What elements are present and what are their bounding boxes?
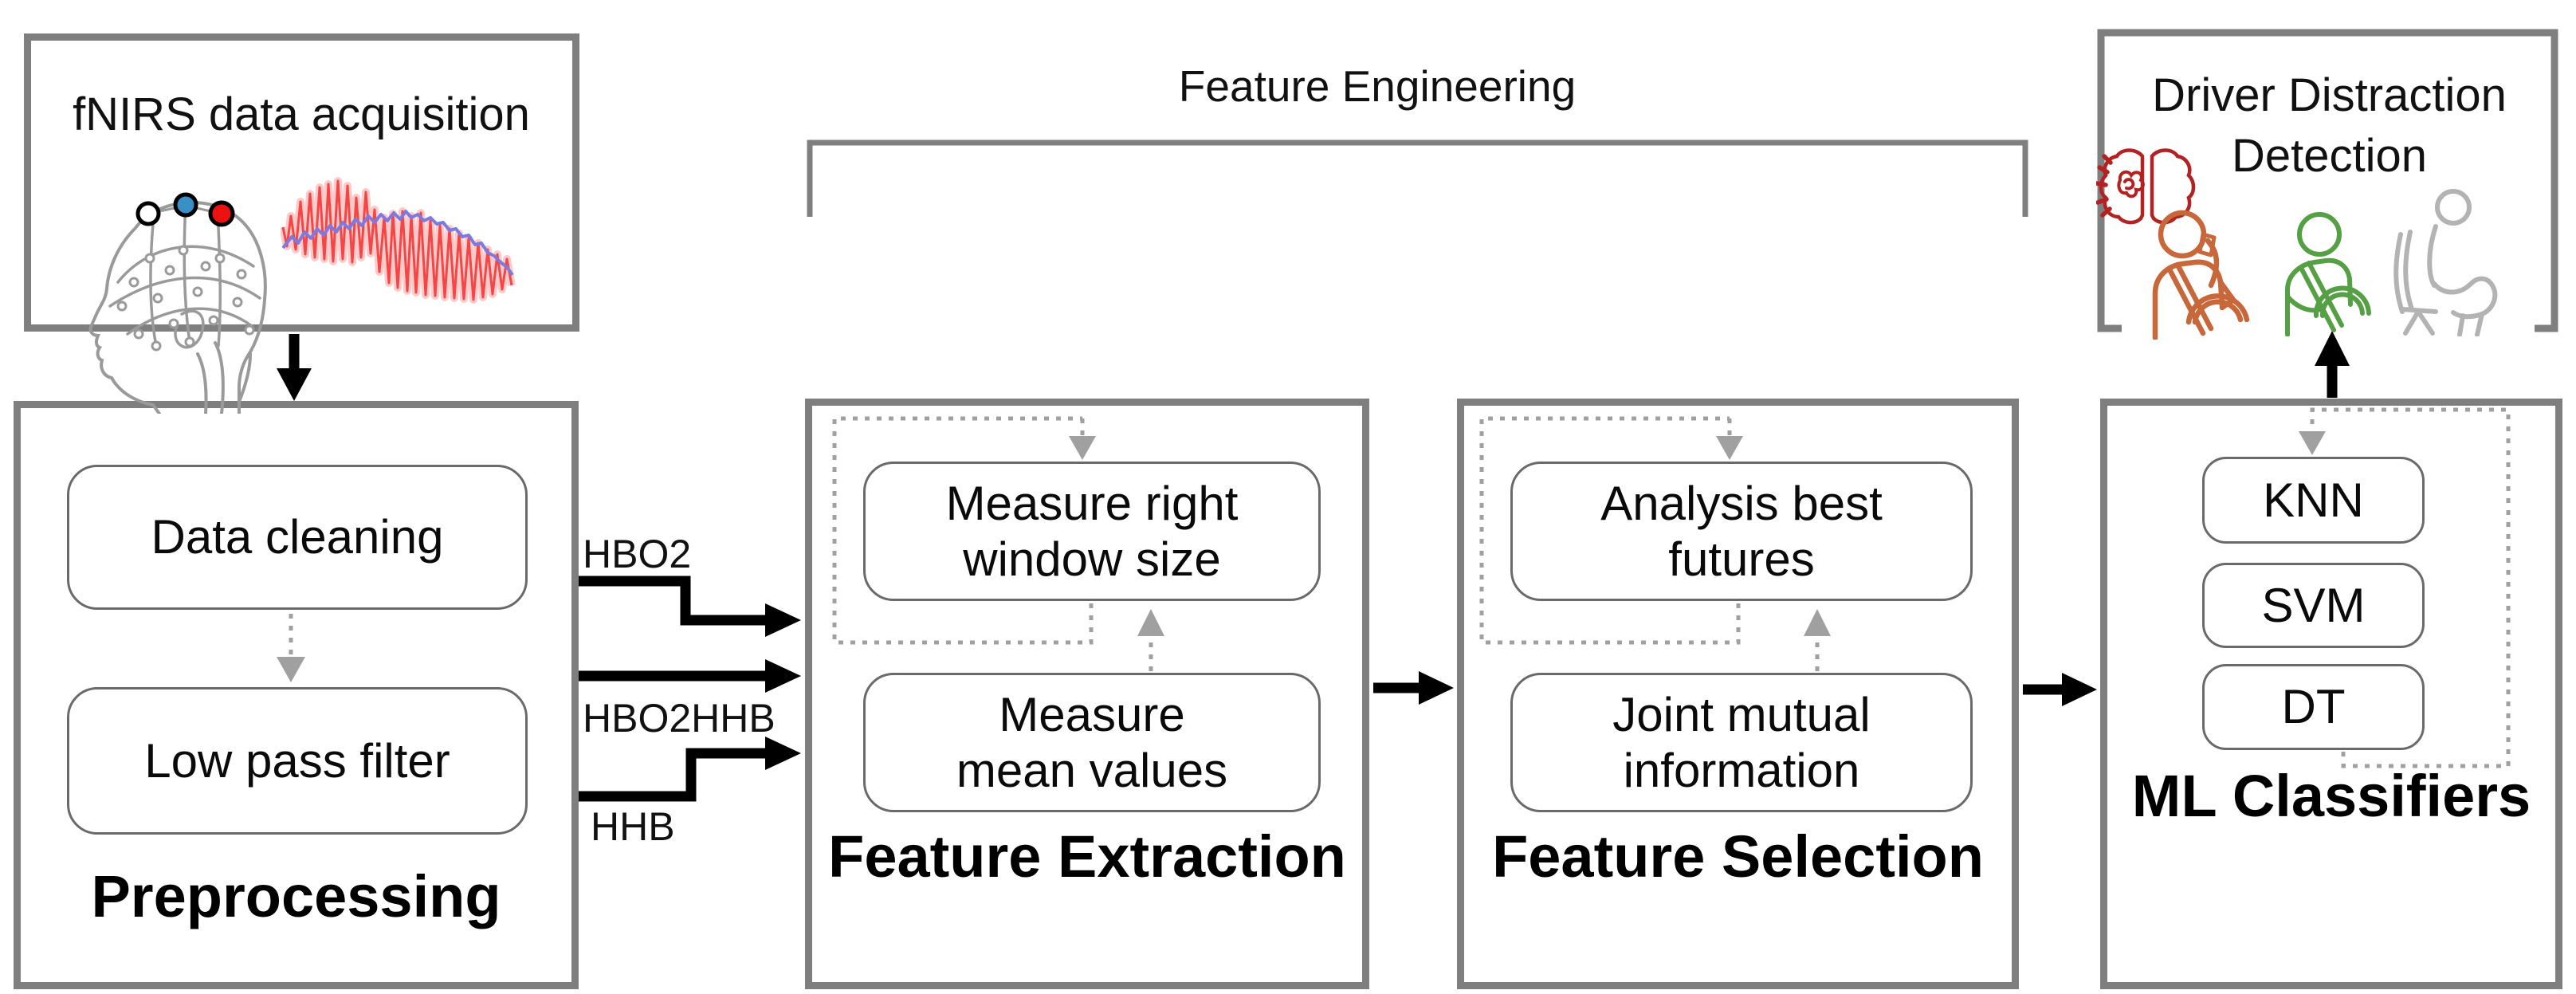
knn-label: KNN bbox=[2263, 473, 2364, 527]
fnirs-head-icon bbox=[88, 192, 267, 414]
preprocessing-label: Preprocessing bbox=[91, 863, 501, 929]
relaxed-passenger-icon bbox=[2393, 189, 2498, 336]
dt-model: DT bbox=[2202, 664, 2425, 750]
detection-title-line2: Detection bbox=[2231, 130, 2428, 182]
joint-mutual-line2: information bbox=[1623, 743, 1860, 797]
hbo2-arrow bbox=[579, 576, 765, 626]
best-features-line1: Analysis best bbox=[1600, 476, 1883, 530]
distracted-driver-icon bbox=[2152, 210, 2250, 340]
data-cleaning-step: Data cleaning bbox=[67, 465, 528, 610]
selection-feedback-loop bbox=[1479, 416, 1741, 645]
joint-mutual-line1: Joint mutual bbox=[1612, 687, 1871, 741]
acquisition-title: fNIRS data acquisition bbox=[73, 88, 530, 140]
knn-model: KNN bbox=[2202, 457, 2425, 544]
optode-white bbox=[135, 201, 161, 226]
mean-values-line2: mean values bbox=[956, 743, 1228, 797]
feature-engineering-title: Feature Engineering bbox=[1178, 61, 1577, 111]
detection-title-line1: Driver Distraction bbox=[2152, 69, 2507, 121]
best-features-step: Analysis best futures bbox=[1510, 462, 1973, 601]
window-size-line1: Measure right bbox=[945, 476, 1239, 530]
extraction-feedback-loop bbox=[832, 416, 1094, 645]
fnirs-signal-icon bbox=[281, 177, 516, 304]
signal-label-hhb: HHB bbox=[591, 804, 675, 849]
detection-title: Driver Distraction Detection bbox=[2112, 65, 2547, 187]
data-cleaning-label: Data cleaning bbox=[151, 510, 444, 564]
window-size-line2: window size bbox=[963, 532, 1221, 586]
svm-model: SVM bbox=[2202, 563, 2425, 648]
optode-red bbox=[208, 200, 235, 227]
ml-classifiers-label: ML Classifiers bbox=[2131, 763, 2531, 829]
classifiers-feedback-loop bbox=[2310, 407, 2511, 768]
window-size-step: Measure right window size bbox=[863, 462, 1321, 601]
feature-selection-box bbox=[1457, 399, 2019, 989]
ml-classifiers-box bbox=[2100, 399, 2562, 989]
feature-extraction-box bbox=[805, 399, 1369, 989]
feature-extraction-label: Feature Extraction bbox=[828, 823, 1346, 890]
acquisition-box bbox=[24, 33, 579, 332]
attentive-driver-icon bbox=[2285, 212, 2371, 336]
detection-frame bbox=[2097, 29, 2558, 332]
hhb-arrow bbox=[579, 748, 765, 802]
signal-label-hbo2hhb: HBO2HHB bbox=[583, 696, 776, 741]
preprocessing-box bbox=[14, 401, 579, 989]
low-pass-filter-step: Low pass filter bbox=[67, 687, 528, 835]
mean-values-line1: Measure bbox=[999, 687, 1185, 741]
joint-mutual-step: Joint mutual information bbox=[1510, 673, 1973, 812]
feature-engineering-bracket bbox=[807, 139, 2028, 217]
best-features-line2: futures bbox=[1668, 532, 1815, 586]
optode-blue bbox=[173, 192, 198, 218]
mean-values-step: Measure mean values bbox=[863, 673, 1321, 812]
low-pass-filter-label: Low pass filter bbox=[144, 733, 450, 788]
feature-selection-label: Feature Selection bbox=[1492, 823, 1984, 890]
dt-label: DT bbox=[2281, 680, 2346, 733]
alert-brain-icon bbox=[2096, 148, 2196, 225]
signal-label-hbo2: HBO2 bbox=[583, 532, 692, 576]
svm-label: SVM bbox=[2261, 578, 2366, 632]
